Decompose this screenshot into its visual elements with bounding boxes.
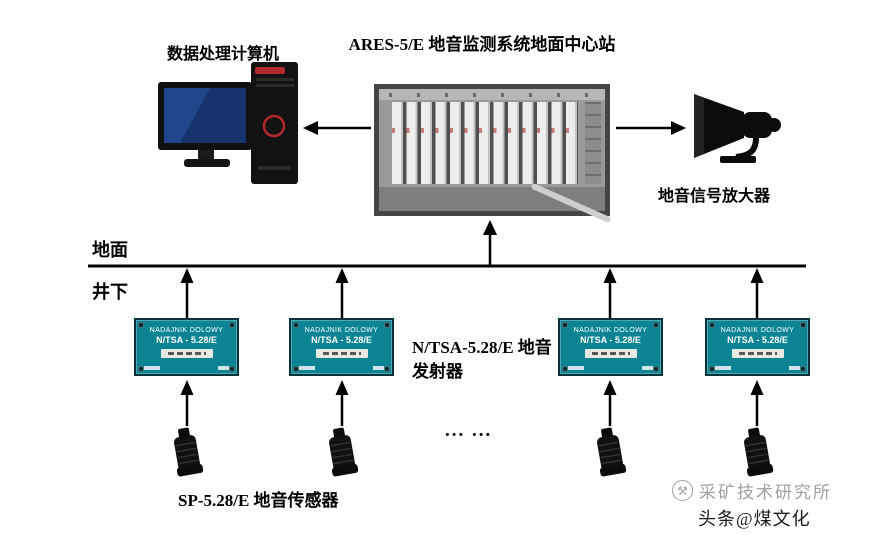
corner-screw [138, 366, 144, 372]
transmitter-name: NADAJNIK DOLOWY [720, 327, 795, 334]
corner-screw [229, 366, 235, 372]
transmitter-name: NADAJNIK DOLOWY [304, 327, 379, 334]
arrow-surface-to-rack [483, 220, 497, 267]
computer-icon [158, 62, 298, 184]
horn-bell [694, 94, 744, 158]
rack-module-cards [392, 102, 578, 184]
arrow-sensor1-up [180, 380, 194, 426]
tower-vent [256, 78, 294, 81]
horn-base [720, 156, 756, 163]
diagram-title: ARES-5/E 地音监测系统地面中心站 [348, 35, 616, 54]
corner-screw [384, 366, 390, 372]
manufacturer-plate [160, 349, 213, 358]
transmitter-box-1: NADAJNIK DOLOWY N/TSA - 5.28/E [134, 318, 239, 376]
corner-screw [653, 322, 659, 328]
corner-screw [138, 322, 144, 328]
tower-slot [258, 166, 291, 170]
horn-driver [742, 112, 772, 138]
data-processing-computer-graphic [158, 58, 303, 195]
arrow-sensor3-up [603, 380, 617, 426]
transmitter-model: N/TSA - 5.28/E [580, 335, 641, 345]
horn-bell-rim [694, 94, 704, 158]
corner-screw [562, 366, 568, 372]
monitor-base [184, 159, 230, 167]
geophone-sensor-icon [329, 427, 359, 477]
corner-screw [800, 366, 806, 372]
corner-screw [709, 366, 715, 372]
monitor-stand [198, 150, 214, 159]
tiny-label-left [715, 366, 731, 370]
transmitter-box-3: NADAJNIK DOLOWY N/TSA - 5.28/E [558, 318, 663, 376]
rack-top-rail [379, 89, 605, 100]
tiny-label-right [218, 366, 229, 370]
computer-label: 数据处理计算机 [166, 46, 279, 63]
manufacturer-plate [731, 349, 784, 358]
corner-screw [709, 322, 715, 328]
arrow-transmitter3-up [603, 268, 617, 318]
transmitter-model: N/TSA - 5.28/E [727, 335, 788, 345]
sensor-2 [319, 426, 365, 485]
arrow-rack-to-amplifier [616, 121, 686, 135]
manufacturer-plate [315, 349, 368, 358]
pick-hammer-icon: ⚒ [672, 480, 693, 501]
signal-amplifier-graphic [690, 86, 790, 175]
tower-vent [256, 84, 294, 87]
transmitter-name: NADAJNIK DOLOWY [573, 327, 648, 334]
geophone-sensor-icon [744, 427, 774, 477]
corner-screw [653, 366, 659, 372]
watermark-institute-text: 采矿技术研究所 [699, 483, 832, 502]
watermark-institute: ⚒ 采矿技术研究所 [672, 478, 832, 503]
horn-speaker-icon [694, 94, 781, 163]
transmitter-name: NADAJNIK DOLOWY [149, 327, 224, 334]
corner-screw [384, 322, 390, 328]
horn-bracket [735, 137, 759, 160]
screen-glare [164, 88, 210, 143]
corner-screw [229, 322, 235, 328]
sensor-3 [587, 426, 633, 485]
corner-screw [562, 322, 568, 328]
tiny-label-left [299, 366, 315, 370]
tiny-label-left [568, 366, 584, 370]
arrow-transmitter2-up [335, 268, 349, 318]
continuation-ellipsis: ... ... [445, 420, 493, 441]
tiny-label-right [373, 366, 384, 370]
sensor-1 [164, 426, 210, 485]
transmitter-box-4: NADAJNIK DOLOWY N/TSA - 5.28/E [705, 318, 810, 376]
underground-label: 井下 [92, 282, 128, 302]
corner-screw [293, 322, 299, 328]
arrow-rack-to-computer [303, 121, 371, 135]
transmitter-model: N/TSA - 5.28/E [311, 335, 372, 345]
geophone-sensor-icon [174, 427, 204, 477]
surface-label: 地面 [92, 240, 128, 260]
watermark-source: 头条@煤文化 [698, 509, 811, 529]
sensor-4 [734, 426, 780, 485]
transmitter-model: N/TSA - 5.28/E [156, 335, 217, 345]
corner-screw [800, 322, 806, 328]
tiny-label-right [642, 366, 653, 370]
geophone-sensor-icon [597, 427, 627, 477]
arrow-transmitter1-up [180, 268, 194, 318]
arrow-sensor4-up [750, 380, 764, 426]
rack-module-indicators [392, 128, 578, 133]
sensor-label: SP-5.28/E 地音传感器 [178, 491, 339, 510]
arrow-sensor2-up [335, 380, 349, 426]
tiny-label-right [789, 366, 800, 370]
tiny-label-left [144, 366, 160, 370]
manufacturer-plate [584, 349, 637, 358]
tower-accent [255, 67, 285, 74]
transmitter-label: N/TSA-5.28/E 地音发射器 [412, 338, 552, 381]
arrow-transmitter4-up [750, 268, 764, 318]
horn-knob [767, 118, 781, 132]
tower-ring [262, 114, 286, 138]
computer-tower [251, 62, 298, 184]
transmitter-box-2: NADAJNIK DOLOWY N/TSA - 5.28/E [289, 318, 394, 376]
rack-right-rail [585, 102, 601, 184]
corner-screw [293, 366, 299, 372]
amplifier-label: 地音信号放大器 [657, 188, 770, 205]
center-station-rack-photo [374, 84, 612, 224]
